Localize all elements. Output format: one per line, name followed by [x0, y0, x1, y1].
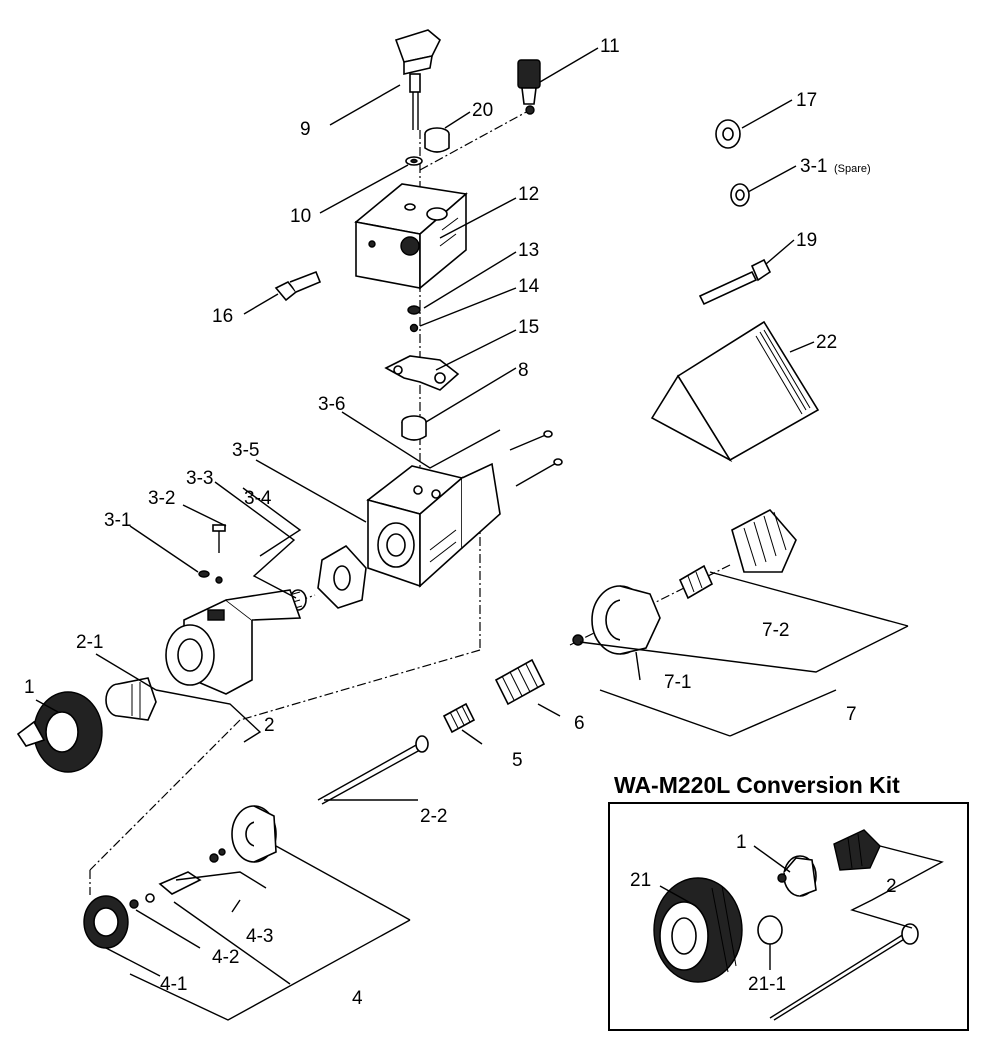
label-3-3: 3-3 — [186, 468, 213, 489]
label-22: 22 — [816, 332, 837, 353]
label-2: 2 — [264, 715, 275, 736]
part-3-6-body-block — [366, 430, 563, 588]
part-12-valve-block — [354, 183, 468, 290]
kit-label-21: 21 — [630, 870, 651, 891]
label-13: 13 — [518, 240, 539, 261]
label-3-5: 3-5 — [232, 440, 259, 461]
part-20-plug — [424, 127, 450, 153]
part-13-ring — [407, 305, 421, 315]
label-3-6: 3-6 — [318, 394, 345, 415]
part-2-2-needle — [317, 735, 429, 805]
part-9-adjustment-knob — [394, 29, 441, 130]
label-5: 5 — [512, 750, 523, 771]
part-3-5-gasket-plate — [317, 544, 367, 609]
part-14-ball — [409, 323, 419, 333]
part-22-manual-card — [650, 320, 820, 463]
label-3-2: 3-2 — [148, 488, 175, 509]
conversion-kit-title: WA-M220L Conversion Kit — [614, 772, 900, 798]
conversion-kit-inset: WA-M220L Conversion Kit — [608, 772, 969, 1031]
part-7-1-ball — [572, 634, 584, 646]
part-6-spring — [494, 658, 546, 706]
part-4-seat-assembly — [158, 805, 277, 895]
label-10: 10 — [290, 206, 311, 227]
kit-label-2: 2 — [886, 876, 897, 897]
part-4-2-ring — [129, 899, 139, 909]
part-19-bolt — [698, 258, 772, 306]
part-8-nut — [401, 415, 427, 441]
label-12: 12 — [518, 184, 539, 205]
part-3-1-spare-washer — [730, 183, 750, 207]
part-16-screw — [274, 270, 322, 302]
part-4-1-cap — [83, 895, 129, 949]
label-16: 16 — [212, 306, 233, 327]
label-20: 20 — [472, 100, 493, 121]
part-7-barrel — [591, 585, 661, 655]
label-8: 8 — [518, 360, 529, 381]
label-17: 17 — [796, 90, 817, 111]
label-6: 6 — [574, 713, 585, 734]
part-7-2-spring — [678, 564, 714, 600]
part-4-3-ring — [145, 893, 155, 903]
label-15: 15 — [518, 317, 539, 338]
label-4-1: 4-1 — [160, 974, 187, 995]
label-2-2: 2-2 — [420, 806, 447, 827]
part-17-nut — [715, 119, 741, 149]
kit-label-1: 1 — [736, 832, 747, 853]
label-9: 9 — [300, 119, 311, 140]
label-4-3: 4-3 — [246, 926, 273, 947]
label-11: 11 — [600, 36, 620, 57]
leader-lines — [35, 47, 909, 1021]
part-3-1-washer — [198, 570, 210, 578]
part-5-spring — [442, 702, 476, 734]
label-7-1: 7-1 — [664, 672, 691, 693]
kit-part-2-needle — [769, 923, 919, 1021]
part-11-valve — [517, 59, 541, 115]
label-4-2: 4-2 — [212, 947, 239, 968]
label-14: 14 — [518, 276, 540, 297]
label-2-1: 2-1 — [76, 632, 103, 653]
part-10-washer — [405, 156, 423, 166]
label-1: 1 — [24, 677, 35, 698]
label-3-1: 3-1 — [104, 510, 131, 531]
conversion-kit-box — [608, 802, 969, 1031]
gun-head-body — [165, 589, 302, 695]
part-2-1-nozzle — [105, 677, 157, 721]
part-3-2-pin — [212, 524, 226, 553]
label-3-4: 3-4 — [244, 488, 272, 509]
label-spare: (Spare) — [834, 163, 871, 175]
part-labels: 9 10 20 11 12 13 14 15 8 16 17 3-1 (Spar… — [24, 36, 871, 1009]
kit-part-21-1-ring — [757, 915, 783, 945]
label-7-2: 7-2 — [762, 620, 789, 641]
label-4: 4 — [352, 988, 363, 1009]
label-7: 7 — [846, 704, 857, 725]
part-15-gasket — [384, 355, 460, 391]
label-3-1-spare: 3-1 — [800, 156, 827, 177]
kit-label-21-1: 21-1 — [748, 974, 786, 995]
part-1-air-cap — [16, 691, 103, 773]
label-19: 19 — [796, 230, 817, 251]
kit-part-1-air-cap — [777, 855, 817, 897]
kit-part-2-nozzle — [833, 829, 881, 871]
part-7-knob — [731, 508, 797, 573]
kit-part-21-cap — [653, 877, 743, 983]
part-3-3-ring — [215, 576, 223, 584]
